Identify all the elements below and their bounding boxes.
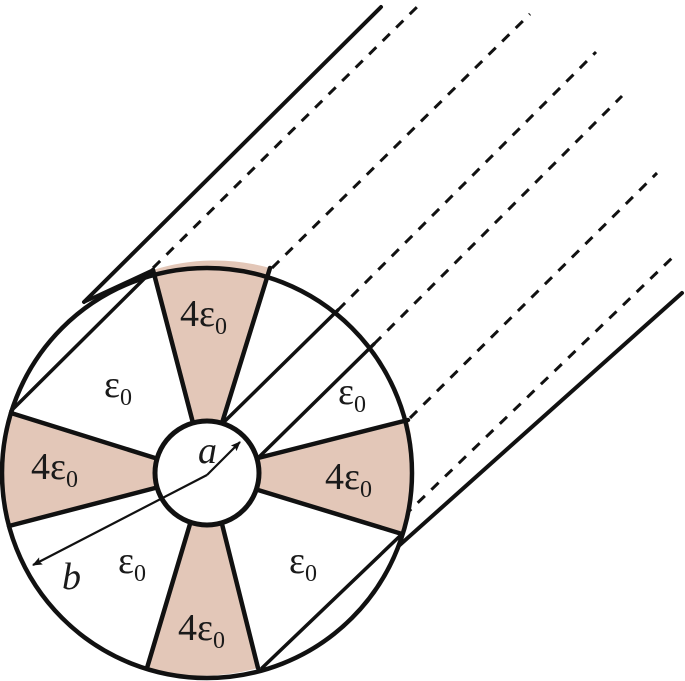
cylinder-top-edge	[82, 5, 383, 304]
label-sector-upper-right: ε0	[338, 371, 366, 418]
label-radius-b: b	[62, 556, 81, 598]
outer-conductor-circle	[0, 265, 415, 681]
label-sector-lower-right: ε0	[289, 540, 317, 587]
sector-top-fill	[153, 260, 270, 423]
dashed-line-5	[408, 171, 659, 420]
label-sector-left: 4ε0	[31, 446, 78, 493]
label-sector-right: 4ε0	[325, 456, 372, 503]
diagonal-upper-right-2	[256, 342, 376, 460]
label-sector-bottom: 4ε0	[178, 607, 225, 654]
dashed-line-2	[270, 12, 532, 270]
divider-bottom-left	[144, 521, 193, 671]
label-radius-a: a	[198, 430, 217, 472]
sector-labels: 4ε0 4ε0 4ε0 4ε0 ε0 ε0 ε0 ε0	[31, 293, 372, 654]
diagonal-lower-right	[260, 532, 404, 670]
label-sector-lower-left: ε0	[118, 540, 146, 587]
label-sector-top: 4ε0	[180, 293, 227, 340]
divider-bottom-right	[219, 521, 261, 671]
radius-arrows	[32, 441, 241, 566]
diagonal-upper-left	[9, 268, 155, 413]
divider-right-bottom	[255, 487, 405, 537]
sector-dividers	[6, 265, 411, 671]
divider-left-top	[8, 410, 158, 461]
radius-b-arrow	[32, 474, 208, 566]
divider-top-left	[150, 267, 196, 426]
radius-a-arrow	[206, 441, 241, 476]
dashed-line-1	[151, 2, 422, 270]
divider-left-bottom	[6, 485, 158, 529]
dashed-line-3	[336, 50, 598, 312]
label-sector-upper-left: ε0	[104, 364, 132, 411]
face-diagonals	[9, 268, 404, 670]
cylinder-dashed-lines	[151, 2, 674, 518]
divider-top-right	[219, 265, 273, 426]
dashed-line-6	[402, 256, 674, 518]
dashed-line-4	[372, 94, 624, 346]
divider-right-top	[255, 417, 411, 461]
diagonal-upper-right-1	[222, 308, 340, 424]
